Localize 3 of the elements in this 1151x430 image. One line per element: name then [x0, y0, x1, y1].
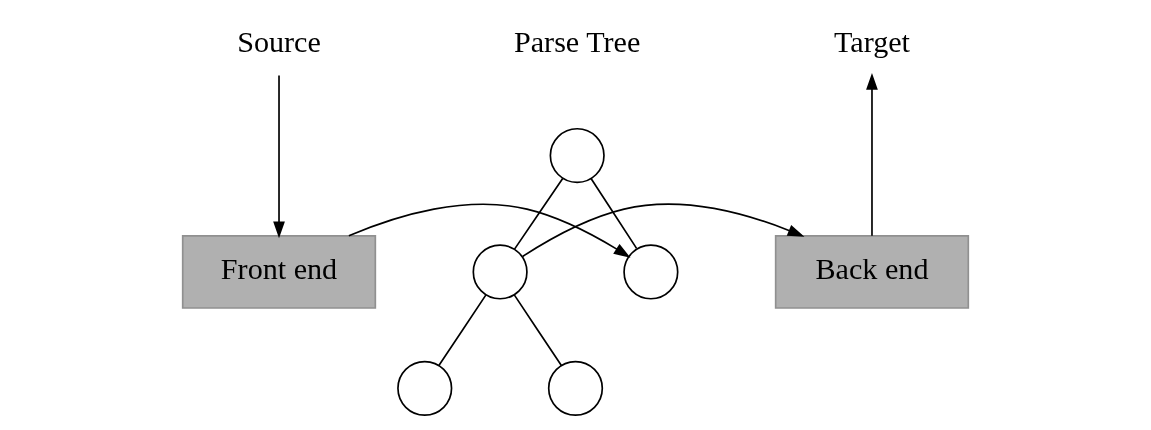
label: Parse Tree	[513, 25, 641, 60]
node-text: Source	[237, 25, 321, 60]
node-text: Target	[833, 25, 910, 60]
